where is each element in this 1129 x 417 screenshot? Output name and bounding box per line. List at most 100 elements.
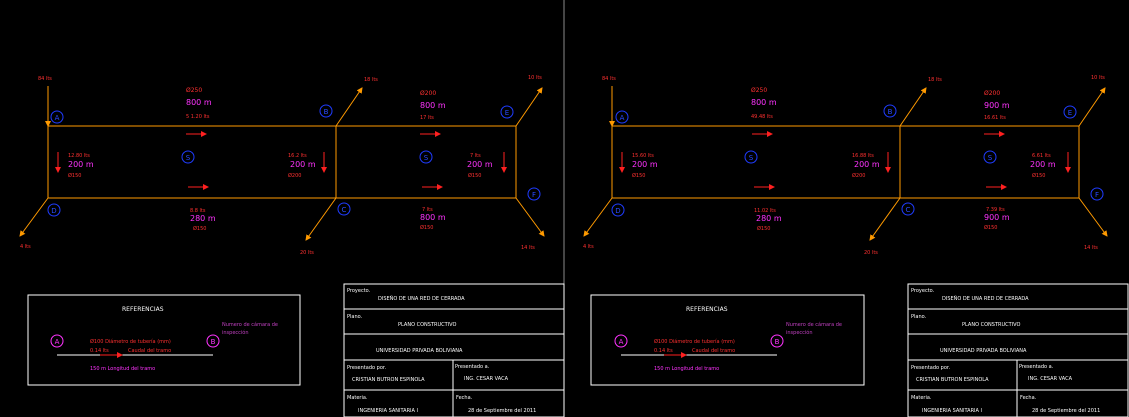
- segment-ab-diameter: Ø250: [186, 87, 202, 94]
- demand-d: 4 lts: [583, 244, 594, 250]
- title-block-frame: [343, 283, 565, 417]
- loop-marker-right: [983, 150, 997, 164]
- title-date-label: Fecha.: [1020, 395, 1037, 401]
- segment-cf-length: 800 m: [420, 213, 446, 222]
- segment-bc-flow: 16.88 lts: [852, 153, 874, 159]
- outflow-f: [1078, 197, 1108, 237]
- legend-node-a: A: [55, 338, 60, 346]
- node-d-circle: [47, 203, 61, 217]
- segment-ab-flow: 49.48 lts: [751, 114, 773, 120]
- node-b-circle: [319, 104, 333, 118]
- legend-node-a: A: [619, 338, 624, 346]
- segment-ef-diameter: Ø150: [468, 172, 481, 179]
- title-block: [907, 283, 1129, 417]
- node-a-circle: [50, 110, 64, 124]
- segment-cf-flow: 7.39 lts: [986, 207, 1005, 213]
- demand-e: 10 lts: [1091, 75, 1105, 81]
- loop-marker-left: [744, 150, 758, 164]
- title-plan-value: PLANO CONSTRUCTIVO: [398, 322, 456, 328]
- legend-flow-desc: 0.14 lts: [90, 348, 109, 354]
- legend-node-desc-1: Numero de cámara de: [786, 321, 842, 328]
- node-d-label: D: [51, 207, 56, 215]
- title-date-label: Fecha.: [456, 395, 473, 401]
- title-block-frame: [907, 283, 1129, 417]
- segment-ef-diameter: Ø150: [1032, 172, 1045, 179]
- demand-b: 18 lts: [364, 77, 378, 83]
- segment-ef-flow: 6.61 lts: [1032, 153, 1051, 159]
- node-c-label: C: [342, 206, 347, 214]
- demand-b: 18 lts: [928, 77, 942, 83]
- network-outline: [47, 125, 517, 199]
- segment-ef-length: 200 m: [1030, 160, 1056, 169]
- segment-dc-flow: 8.8 lts: [190, 208, 206, 214]
- title-subject-value: INGENIERIA SANITARIA I: [922, 408, 982, 414]
- segment-dc-labels: 8.8 lts 280 m Ø150: [190, 208, 216, 232]
- segment-ab-length: 800 m: [751, 98, 777, 107]
- title-to-label: Presentado a.: [455, 364, 490, 370]
- title-plan-label: Plano.: [911, 314, 927, 320]
- outflow-f: [515, 197, 545, 237]
- outflow-e: [515, 87, 543, 127]
- segment-be-diameter: Ø200: [984, 90, 1000, 97]
- outflow-b: [899, 87, 927, 127]
- node-e-circle: [1063, 105, 1077, 119]
- demand-a: 84 lts: [602, 76, 616, 82]
- segment-ab-diameter: Ø250: [751, 87, 767, 94]
- title-by-label: Presentado por.: [347, 365, 386, 371]
- legend-diameter-desc: Ø100 Diámetro de tubería (mm): [90, 338, 171, 345]
- node-c-circle: [901, 202, 915, 216]
- segment-ad-diameter: Ø150: [68, 172, 81, 179]
- outflow-d: [583, 197, 613, 237]
- loop-marker-right: [419, 150, 433, 164]
- node-f-circle: [527, 187, 541, 201]
- title-subject-label: Materia.: [911, 395, 932, 401]
- legend-frame: [27, 294, 301, 386]
- segment-ad-length: 200 m: [632, 160, 658, 169]
- legend-flow-label: Caudal del tramo: [128, 348, 171, 354]
- title-plan-label: Plano.: [347, 314, 363, 320]
- segment-bc-labels: 16.88 lts 200 m Ø200: [852, 153, 880, 179]
- segment-dc-labels: 11.02 lts 280 m Ø150: [754, 208, 782, 232]
- segment-cf-labels: 7.39 lts 900 m Ø150: [984, 207, 1010, 231]
- title-to-value: ING. CESAR VACA: [1028, 376, 1073, 382]
- node-b-label: B: [324, 108, 329, 116]
- demand-c: 20 lts: [864, 250, 878, 256]
- loop-marker-left: [181, 150, 195, 164]
- segment-ab-labels: Ø250 800 m 49.48 lts: [751, 87, 777, 120]
- segment-ad-labels: 15.60 lts 200 m Ø150: [632, 153, 658, 179]
- title-project-label: Proyecto.: [347, 288, 371, 294]
- title-by-label: Presentado por.: [911, 365, 950, 371]
- segment-ef-length: 200 m: [467, 160, 493, 169]
- segment-be-flow: 16.61 lts: [984, 115, 1006, 121]
- outflow-b: [335, 87, 363, 127]
- segment-be-flow: 17 lts: [420, 115, 434, 121]
- title-date-value: 28 de Septiembre del 2011: [1032, 408, 1100, 414]
- node-d-label: D: [615, 207, 620, 215]
- segment-ad-diameter: Ø150: [632, 172, 645, 179]
- flow-arrows: [55, 131, 507, 190]
- title-subject-value: INGENIERIA SANITARIA I: [358, 408, 418, 414]
- segment-bc-diameter: Ø200: [288, 172, 301, 179]
- segment-cf-diameter: Ø150: [984, 224, 997, 231]
- demand-c: 20 lts: [300, 250, 314, 256]
- pipe-network: [19, 86, 545, 241]
- node-c-label: C: [906, 206, 911, 214]
- flow-arrows: [619, 131, 1071, 190]
- node-b-circle: [883, 104, 897, 118]
- outflow-c: [305, 197, 337, 241]
- node-a-label: A: [55, 114, 60, 122]
- segment-ad-flow: 15.60 lts: [632, 153, 654, 159]
- segment-be-length: 800 m: [420, 101, 446, 110]
- node-b-label: B: [888, 108, 893, 116]
- segment-ab-length: 800 m: [186, 98, 212, 107]
- loop-label-right: S: [988, 154, 993, 162]
- network-outline: [611, 125, 1080, 199]
- segment-bc-labels: 16.2 lts 200 m Ø200: [288, 153, 316, 179]
- legend-frame: [590, 294, 865, 386]
- segment-ab-flow: 5 1.20 lts: [186, 114, 210, 120]
- segment-bc-diameter: Ø200: [852, 172, 865, 179]
- legend-title: REFERENCIAS: [686, 306, 728, 313]
- outflow-d: [19, 197, 49, 237]
- demand-e: 10 lts: [528, 75, 542, 81]
